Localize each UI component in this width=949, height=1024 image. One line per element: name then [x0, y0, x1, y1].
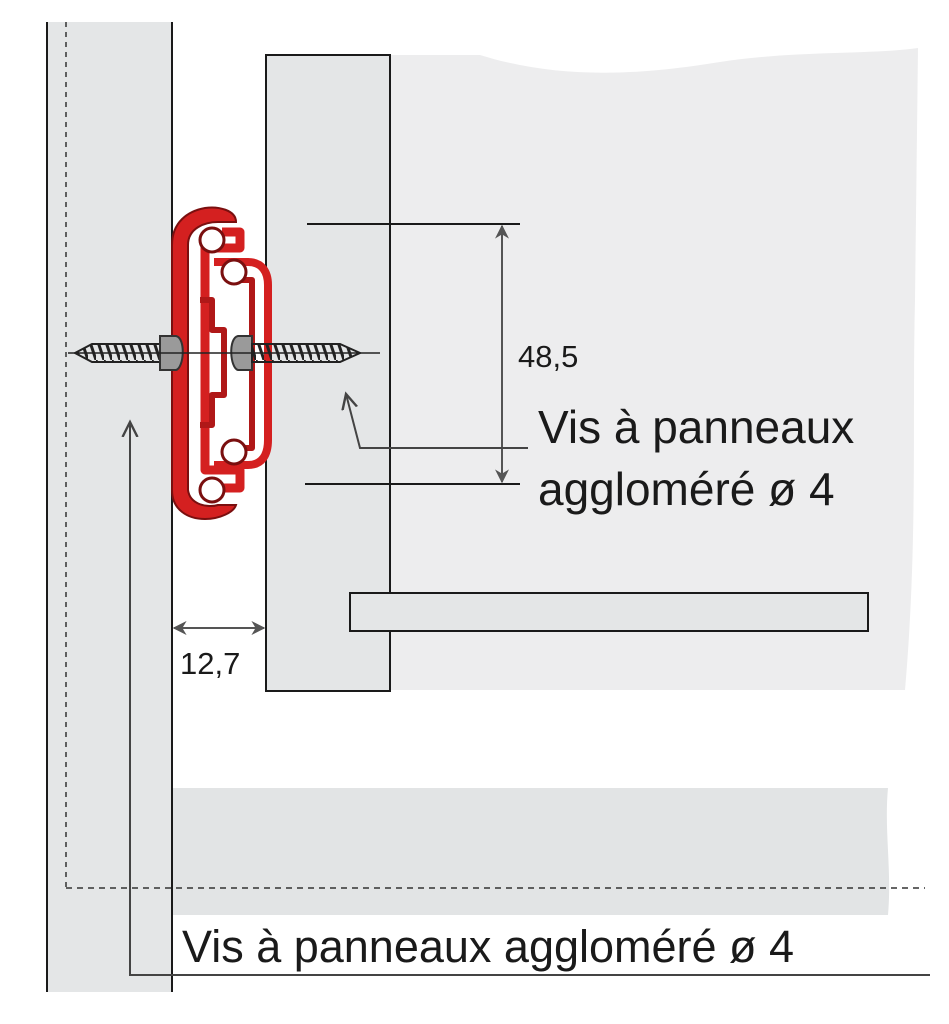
bearing-ball	[220, 258, 248, 286]
bearing-ball	[198, 226, 226, 254]
cabinet-side-panel	[47, 22, 172, 992]
dimension-gap-label: 12,7	[180, 646, 240, 681]
bottom-rail	[172, 788, 890, 915]
left-screw-leader	[130, 422, 930, 976]
right-screw-label-line1: Vis à panneaux	[538, 401, 854, 453]
drawer-body	[390, 48, 918, 690]
left-screw-label: Vis à panneaux aggloméré ø 4	[182, 921, 794, 972]
drawer-side-panel	[265, 54, 391, 692]
bearing-ball	[220, 438, 248, 466]
drawer-bottom-board	[349, 592, 869, 632]
dimension-height-label: 48,5	[518, 339, 578, 374]
right-screw-leader	[346, 394, 528, 449]
right-screw-label-line2: aggloméré ø 4	[538, 463, 835, 515]
bearing-ball	[198, 476, 226, 504]
ball-bearing-slide	[171, 206, 272, 521]
